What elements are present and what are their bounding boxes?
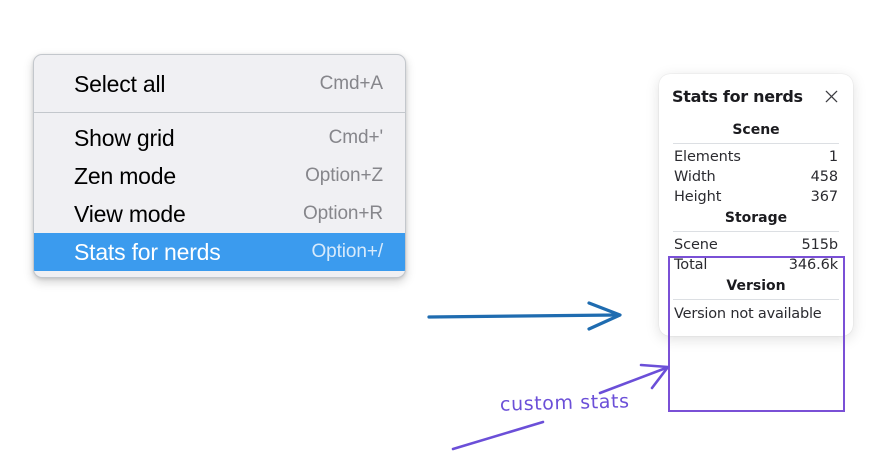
stats-row-value: 346.6k — [788, 257, 838, 273]
stats-row-value: 515b — [801, 237, 839, 253]
menu-item-shortcut: Option+/ — [311, 241, 383, 262]
menu-item-show-grid[interactable]: Show grid Cmd+' — [34, 119, 405, 157]
stats-row-value: 1 — [828, 149, 838, 165]
purple-arrow-to-panel — [598, 363, 670, 395]
stats-panel-header: Stats for nerds — [671, 87, 841, 106]
close-icon[interactable] — [822, 88, 840, 106]
menu-item-select-all[interactable]: Select all Cmd+A — [34, 65, 405, 103]
stats-row-value: 458 — [810, 169, 838, 185]
stats-row-storage-scene: Scene 515b — [671, 235, 841, 255]
menu-item-label: Zen mode — [74, 162, 176, 189]
menu-item-label: Select all — [74, 70, 166, 97]
menu-item-shortcut: Cmd+A — [319, 73, 383, 94]
stats-row-storage-total: Total 346.6k — [671, 255, 841, 275]
menu-section-2: Show grid Cmd+' Zen mode Option+Z View m… — [34, 113, 405, 277]
menu-item-zen-mode[interactable]: Zen mode Option+Z — [34, 157, 405, 195]
stats-group-scene: Scene Elements 1 Width 458 Height 367 — [671, 119, 841, 207]
stats-panel-title: Stats for nerds — [672, 87, 803, 106]
menu-item-shortcut: Cmd+' — [328, 127, 383, 148]
stats-row-elements: Elements 1 — [671, 147, 841, 167]
stats-for-nerds-panel: Stats for nerds Scene Elements 1 Width 4… — [659, 74, 853, 336]
menu-item-stats-for-nerds[interactable]: Stats for nerds Option+/ — [34, 233, 405, 271]
stats-row-height: Height 367 — [671, 187, 841, 207]
stats-group-heading: Version — [726, 278, 786, 294]
menu-item-label: Stats for nerds — [74, 238, 221, 265]
stats-row-key: Width — [674, 169, 716, 185]
divider — [673, 299, 839, 300]
divider — [673, 231, 839, 232]
stats-group-heading: Scene — [732, 122, 780, 138]
annotation-label-custom-stats: custom stats — [499, 390, 630, 416]
menu-item-view-mode[interactable]: View mode Option+R — [34, 195, 405, 233]
stats-version-value: Version not available — [674, 306, 822, 322]
menu-divider — [34, 112, 405, 113]
stats-group-heading: Storage — [724, 210, 788, 226]
stats-row-value: 367 — [810, 189, 838, 205]
divider — [673, 143, 839, 144]
blue-arrow — [427, 301, 622, 331]
menu-item-shortcut: Option+R — [303, 203, 383, 224]
menu-item-label: Show grid — [74, 124, 175, 151]
menu-item-label: View mode — [74, 200, 186, 227]
stats-group-version: Version Version not available — [671, 275, 841, 322]
stats-row-key: Height — [674, 189, 722, 205]
stats-group-storage: Storage Scene 515b Total 346.6k — [671, 207, 841, 275]
stats-row-width: Width 458 — [671, 167, 841, 187]
stats-row-key: Elements — [674, 149, 741, 165]
context-menu[interactable]: Select all Cmd+A Show grid Cmd+' Zen mod… — [33, 54, 406, 278]
stats-row-key: Total — [674, 257, 708, 273]
menu-section-1: Select all Cmd+A — [34, 55, 405, 112]
menu-item-shortcut: Option+Z — [305, 165, 383, 186]
purple-underline-stroke — [451, 420, 545, 451]
stats-row-key: Scene — [674, 237, 718, 253]
